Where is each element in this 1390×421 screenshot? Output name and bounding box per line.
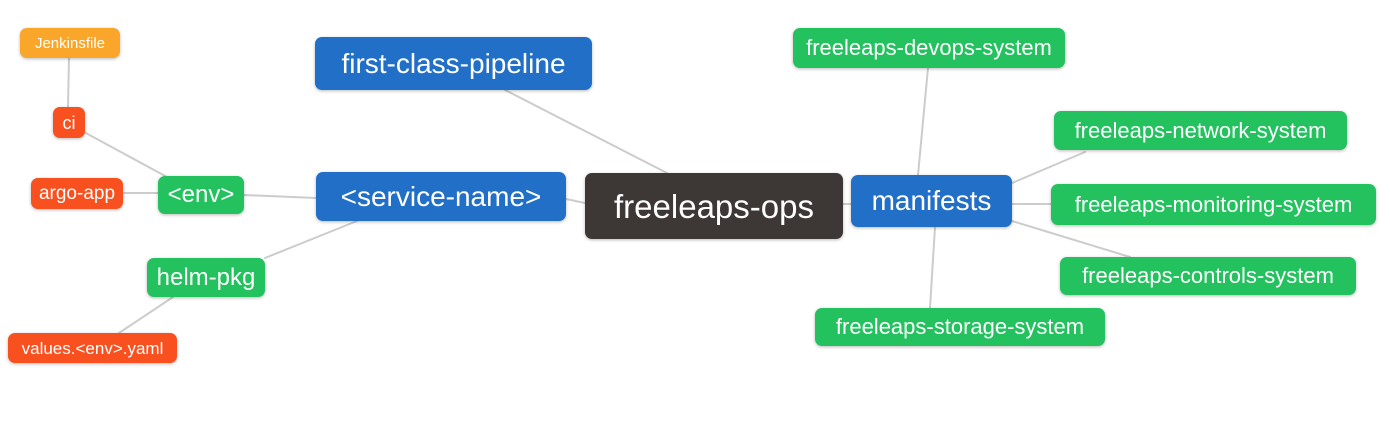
edge-jenkinsfile-ci	[67, 57, 70, 108]
node-values-env-yaml[interactable]: values.<env>.yaml	[8, 333, 177, 363]
edge-manifests-devops-system	[917, 67, 929, 176]
node-service-name[interactable]: <service-name>	[316, 172, 566, 221]
node-freeleaps-devops-system[interactable]: freeleaps-devops-system	[793, 28, 1065, 68]
node-freeleaps-storage-system[interactable]: freeleaps-storage-system	[815, 308, 1105, 346]
node-env[interactable]: <env>	[158, 176, 244, 214]
edge-service-name-freeleaps-ops	[565, 198, 586, 204]
node-freeleaps-monitoring-system[interactable]: freeleaps-monitoring-system	[1051, 184, 1376, 225]
node-freeleaps-ops[interactable]: freeleaps-ops	[585, 173, 843, 239]
node-helm-pkg[interactable]: helm-pkg	[147, 258, 265, 297]
node-freeleaps-network-system[interactable]: freeleaps-network-system	[1054, 111, 1347, 150]
node-argo-app[interactable]: argo-app	[31, 178, 123, 209]
edge-manifests-network-system	[1011, 151, 1086, 184]
node-jenkinsfile[interactable]: Jenkinsfile	[20, 28, 120, 58]
edge-env-service-name	[243, 194, 317, 199]
node-manifests[interactable]: manifests	[851, 175, 1012, 227]
edge-first-class-pipeline-freeleaps-ops	[504, 89, 668, 174]
edge-manifests-storage-system	[929, 226, 936, 309]
node-first-class-pipeline[interactable]: first-class-pipeline	[315, 37, 592, 90]
edge-service-name-helm-pkg	[264, 220, 358, 259]
edge-helm-pkg-values-env-yaml	[118, 296, 174, 334]
edge-ci-env	[83, 131, 168, 178]
edge-manifests-controls-system	[1011, 220, 1131, 258]
node-freeleaps-controls-system[interactable]: freeleaps-controls-system	[1060, 257, 1356, 295]
node-ci[interactable]: ci	[53, 107, 85, 138]
